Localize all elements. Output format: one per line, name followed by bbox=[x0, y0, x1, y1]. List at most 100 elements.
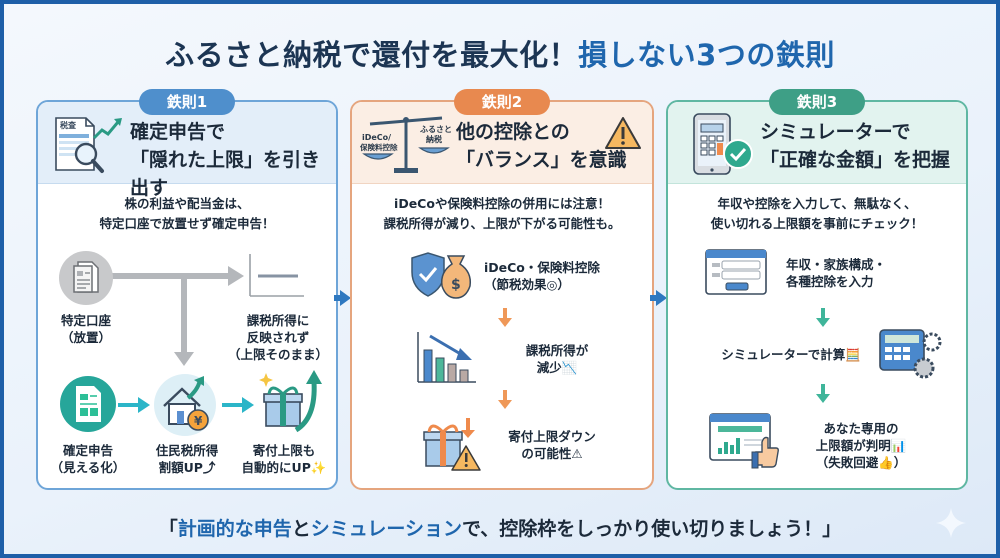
tax-document-magnifier-icon: 税査 bbox=[55, 117, 122, 173]
result-line-3: （失敗回避👍） bbox=[815, 455, 907, 470]
rule-1-badge: 鉄則1 bbox=[139, 89, 235, 115]
tax-filing-label: 確定申告 （見える化） bbox=[46, 442, 130, 476]
unreflected-line-3: （上限そのまま） bbox=[227, 347, 328, 362]
resident-tax-line-1: 住民税所得 bbox=[155, 443, 219, 458]
tax-doc-label: 税査 bbox=[60, 120, 77, 130]
arrow-right-icon bbox=[118, 397, 150, 413]
dollar-symbol: $ bbox=[451, 277, 461, 293]
rule-2-lead-line-2: 課税所得が減り、上限が下がる可能性も。 bbox=[383, 216, 621, 231]
footer-quote-open: 「 bbox=[158, 518, 178, 540]
taxable-income-decrease-label: 課税所得が 減少📉 bbox=[502, 342, 612, 376]
rule-1-lead-line-1: 株の利益や配当金は、 bbox=[124, 196, 250, 211]
gift-limit-down-warning-icon bbox=[423, 418, 481, 471]
rule-2-badge: 鉄則2 bbox=[454, 89, 550, 115]
rule-3-headline-line-1: シミュレーターで bbox=[760, 121, 911, 143]
input-form-icon bbox=[705, 249, 767, 295]
rule-2-headline: 他の控除との 「バランス」を意識 bbox=[456, 118, 627, 174]
donation-limit-line-1: 寄付上限も bbox=[252, 443, 316, 458]
footer-mid: と bbox=[291, 518, 311, 540]
decrease-line-2: 減少📉 bbox=[536, 360, 578, 375]
title-main: ふるさと納税で還付を最大化！ bbox=[165, 38, 579, 72]
ideco-line-2: （節税効果◎） bbox=[484, 277, 570, 292]
footer-accent-1: 計画的な申告 bbox=[177, 518, 292, 540]
rule-3-badge: 鉄則3 bbox=[769, 89, 865, 115]
calculator-gears-icon bbox=[879, 329, 942, 379]
rule-1-headline-line-2: 「隠れた上限」を引き出す bbox=[130, 149, 321, 199]
enter-income-line-1: 年収・家族構成・ bbox=[786, 257, 887, 272]
resident-tax-label: 住民税所得 割額UP⤴ bbox=[142, 442, 232, 476]
rule-2-headline-line-2: 「バランス」を意識 bbox=[456, 149, 627, 171]
rule-1-lead-line-2: 特定口座で放置せず確定申告！ bbox=[99, 216, 275, 231]
rule-1-header: 税査 確定申告で 「隠れた上限」を引き出す bbox=[38, 102, 336, 199]
shield-money-bag-icon: $ bbox=[411, 252, 472, 299]
rule-1-lead: 株の利益や配当金は、 特定口座で放置せず確定申告！ bbox=[38, 194, 336, 234]
donation-limit-line-2: 自動的にUP✨ bbox=[241, 460, 327, 475]
rule-2-header: iDeCo/ 保険料控除 ふるさと 納税 他の控除との 「バランス」を意識 bbox=[352, 102, 652, 184]
panel-arrow-2-3 bbox=[650, 290, 667, 306]
declining-bar-chart-icon bbox=[417, 332, 476, 383]
limit-down-line-1: 寄付上限ダウン bbox=[508, 429, 596, 444]
ideco-line-1: iDeCo・保険料控除 bbox=[484, 260, 600, 275]
simulator-calculate-label: シミュレーターで計算🧮 bbox=[721, 347, 861, 362]
tax-filing-icon bbox=[60, 376, 116, 432]
scale-right-label-2: 納税 bbox=[426, 134, 442, 144]
tax-filing-line-1: 確定申告 bbox=[62, 443, 113, 458]
scale-left-label-2: 保険料控除 bbox=[360, 142, 398, 152]
rule-1-flow-arrows bbox=[100, 266, 244, 366]
result-dashboard-thumbsup-icon bbox=[709, 413, 779, 469]
yen-symbol: ¥ bbox=[194, 414, 203, 428]
panel-arrow-1-2 bbox=[334, 290, 351, 306]
balance-scale-icon: iDeCo/ 保険料控除 ふるさと 納税 bbox=[360, 116, 452, 173]
unreflected-line-1: 課税所得に bbox=[246, 313, 310, 328]
unreflected-line-2: 反映されず bbox=[246, 330, 310, 345]
arrow-down-icon bbox=[816, 308, 830, 327]
resident-tax-house-icon: ¥ bbox=[154, 374, 216, 436]
rule-1-headline: 確定申告で 「隠れた上限」を引き出す bbox=[130, 118, 336, 202]
rule-3-lead-line-1: 年収や控除を入力して、無駄なく、 bbox=[717, 196, 917, 211]
resident-tax-line-2: 割額UP⤴ bbox=[158, 460, 216, 475]
rule-1-panel: 税査 確定申告で 「隠れた上限」を引き出す 鉄則1 株の利益や配当金は、 特定口… bbox=[36, 89, 340, 490]
title-accent: 損しない3つの鉄則 bbox=[578, 38, 835, 72]
rule-3-lead-line-2: 使い切れる上限額を事前にチェック！ bbox=[710, 216, 924, 231]
footer-message: 「計画的な申告とシミュレーションで、控除枠をしっかり使い切りましょう！」 bbox=[4, 514, 996, 541]
personal-limit-result-label: あなた専用の 上限額が判明📊 （失敗回避👍） bbox=[786, 420, 936, 471]
footer-rest: で、控除枠をしっかり使い切りましょう！」 bbox=[462, 518, 842, 540]
brokerage-account-label: 特定口座 （放置） bbox=[50, 312, 122, 346]
page-title: ふるさと納税で還付を最大化！損しない3つの鉄則 bbox=[4, 32, 996, 74]
taxable-income-unreflected-label: 課税所得に 反映されず （上限そのまま） bbox=[216, 312, 340, 363]
arrow-right-icon bbox=[222, 397, 254, 413]
ideco-insurance-label: iDeCo・保険料控除 （節税効果◎） bbox=[484, 259, 654, 293]
brokerage-account-icon bbox=[59, 251, 113, 305]
scale-left-label-1: iDeCo/ bbox=[362, 133, 391, 142]
rule-2-lead-line-1: iDeCoや保険料控除の併用には注意！ bbox=[394, 196, 610, 211]
enter-income-label: 年収・家族構成・ 各種控除を入力 bbox=[786, 256, 946, 290]
footer-accent-2: シミュレーション bbox=[310, 518, 463, 540]
limit-down-line-2: の可能性⚠ bbox=[521, 446, 583, 461]
sparkle-decoration-icon bbox=[936, 508, 966, 538]
phone-calculator-check-icon bbox=[693, 113, 753, 175]
rule-1-headline-line-1: 確定申告で bbox=[130, 121, 226, 143]
result-line-2: 上限額が判明📊 bbox=[815, 438, 907, 453]
scale-right-label-1: ふるさと bbox=[420, 125, 452, 134]
rule-2-lead: iDeCoや保険料控除の併用には注意！ 課税所得が減り、上限が下がる可能性も。 bbox=[352, 194, 652, 234]
brokerage-account-line-1: 特定口座 bbox=[60, 313, 111, 328]
arrow-down-icon bbox=[498, 308, 512, 327]
arrow-down-icon bbox=[816, 384, 830, 403]
donation-limit-up-label: 寄付上限も 自動的にUP✨ bbox=[234, 442, 334, 476]
rule-3-headline-line-2: 「正確な金額」を把握 bbox=[760, 149, 951, 171]
rule-3-headline: シミュレーターで 「正確な金額」を把握 bbox=[760, 118, 950, 174]
decrease-line-1: 課税所得が bbox=[525, 343, 589, 358]
enter-income-line-2: 各種控除を入力 bbox=[786, 274, 874, 289]
brokerage-account-line-2: （放置） bbox=[60, 330, 111, 345]
rule-2-panel: iDeCo/ 保険料控除 ふるさと 納税 他の控除との 「バランス」を意識 鉄則… bbox=[350, 89, 654, 490]
flat-chart-icon bbox=[249, 254, 304, 297]
infographic-frame: ふるさと納税で還付を最大化！損しない3つの鉄則 税査 確定申告で 「隠れた上限」… bbox=[4, 4, 996, 554]
gift-growth-icon bbox=[259, 370, 322, 433]
rule-3-panel: シミュレーターで 「正確な金額」を把握 鉄則3 年収や控除を入力して、無駄なく、… bbox=[666, 89, 968, 490]
result-line-1: あなた専用の bbox=[823, 421, 899, 436]
warning-icon bbox=[605, 117, 641, 149]
donation-limit-down-label: 寄付上限ダウン の可能性⚠ bbox=[492, 428, 612, 462]
tax-filing-line-2: （見える化） bbox=[50, 460, 126, 475]
arrow-down-icon bbox=[498, 390, 512, 409]
rule-3-lead: 年収や控除を入力して、無駄なく、 使い切れる上限額を事前にチェック！ bbox=[668, 194, 966, 234]
